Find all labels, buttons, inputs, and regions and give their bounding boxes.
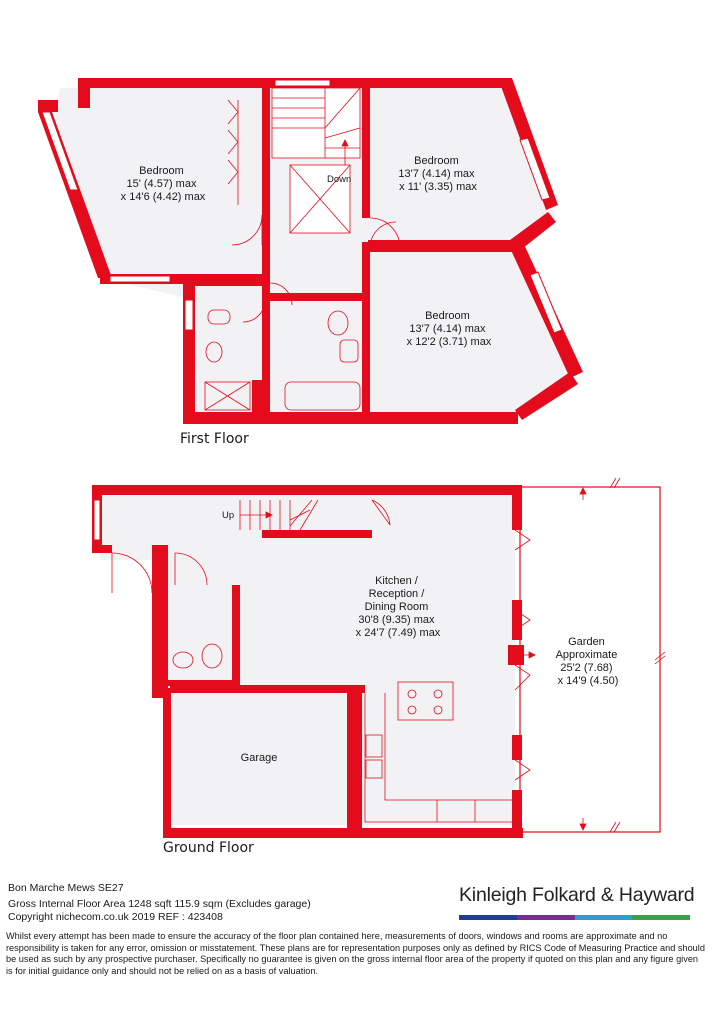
ground-floor-plan: Kitchen / Reception / Dining Room 30'8 (… xyxy=(92,477,666,856)
stairs-down-label: Down xyxy=(327,174,351,185)
brand-colour-bar xyxy=(459,915,690,920)
kitchen-label: Kitchen / Reception / Dining Room 30'8 (… xyxy=(356,575,441,639)
brand-bar-segment xyxy=(574,915,633,920)
brand-bar-segment xyxy=(459,915,517,920)
brand-bar-segment xyxy=(632,915,690,920)
first-floor-area xyxy=(55,88,570,415)
ground-floor-area xyxy=(100,495,515,825)
copyright-text: Copyright nichecom.co.uk 2019 REF : 4234… xyxy=(8,911,223,923)
disclaimer-text: Whilst every attempt has been made to en… xyxy=(6,931,705,976)
bedroom1-label: Bedroom 15' (4.57) max x 14'6 (4.42) max xyxy=(121,165,206,203)
floor-area-text: Gross Internal Floor Area 1248 sqft 115.… xyxy=(8,898,311,910)
agent-brand-logo: Kinleigh Folkard & Hayward xyxy=(459,884,695,906)
first-floor-title: First Floor xyxy=(180,431,249,447)
first-floor-plan: Bedroom 15' (4.57) max x 14'6 (4.42) max… xyxy=(38,78,583,447)
bedroom3-label: Bedroom 13'7 (4.14) max x 12'2 (3.71) ma… xyxy=(407,310,492,348)
garden-label: Garden Approximate 25'2 (7.68) x 14'9 (4… xyxy=(556,636,621,687)
brand-bar-segment xyxy=(516,915,575,920)
floor-plan-drawing: Bedroom 15' (4.57) max x 14'6 (4.42) max… xyxy=(38,78,666,856)
bedroom2-label: Bedroom 13'7 (4.14) max x 11' (3.35) max xyxy=(398,155,477,193)
property-address: Bon Marche Mews SE27 xyxy=(8,882,124,894)
garage-label: Garage xyxy=(241,752,278,764)
stairs-up-label: Up xyxy=(222,510,234,521)
ground-floor-title: Ground Floor xyxy=(163,840,254,856)
